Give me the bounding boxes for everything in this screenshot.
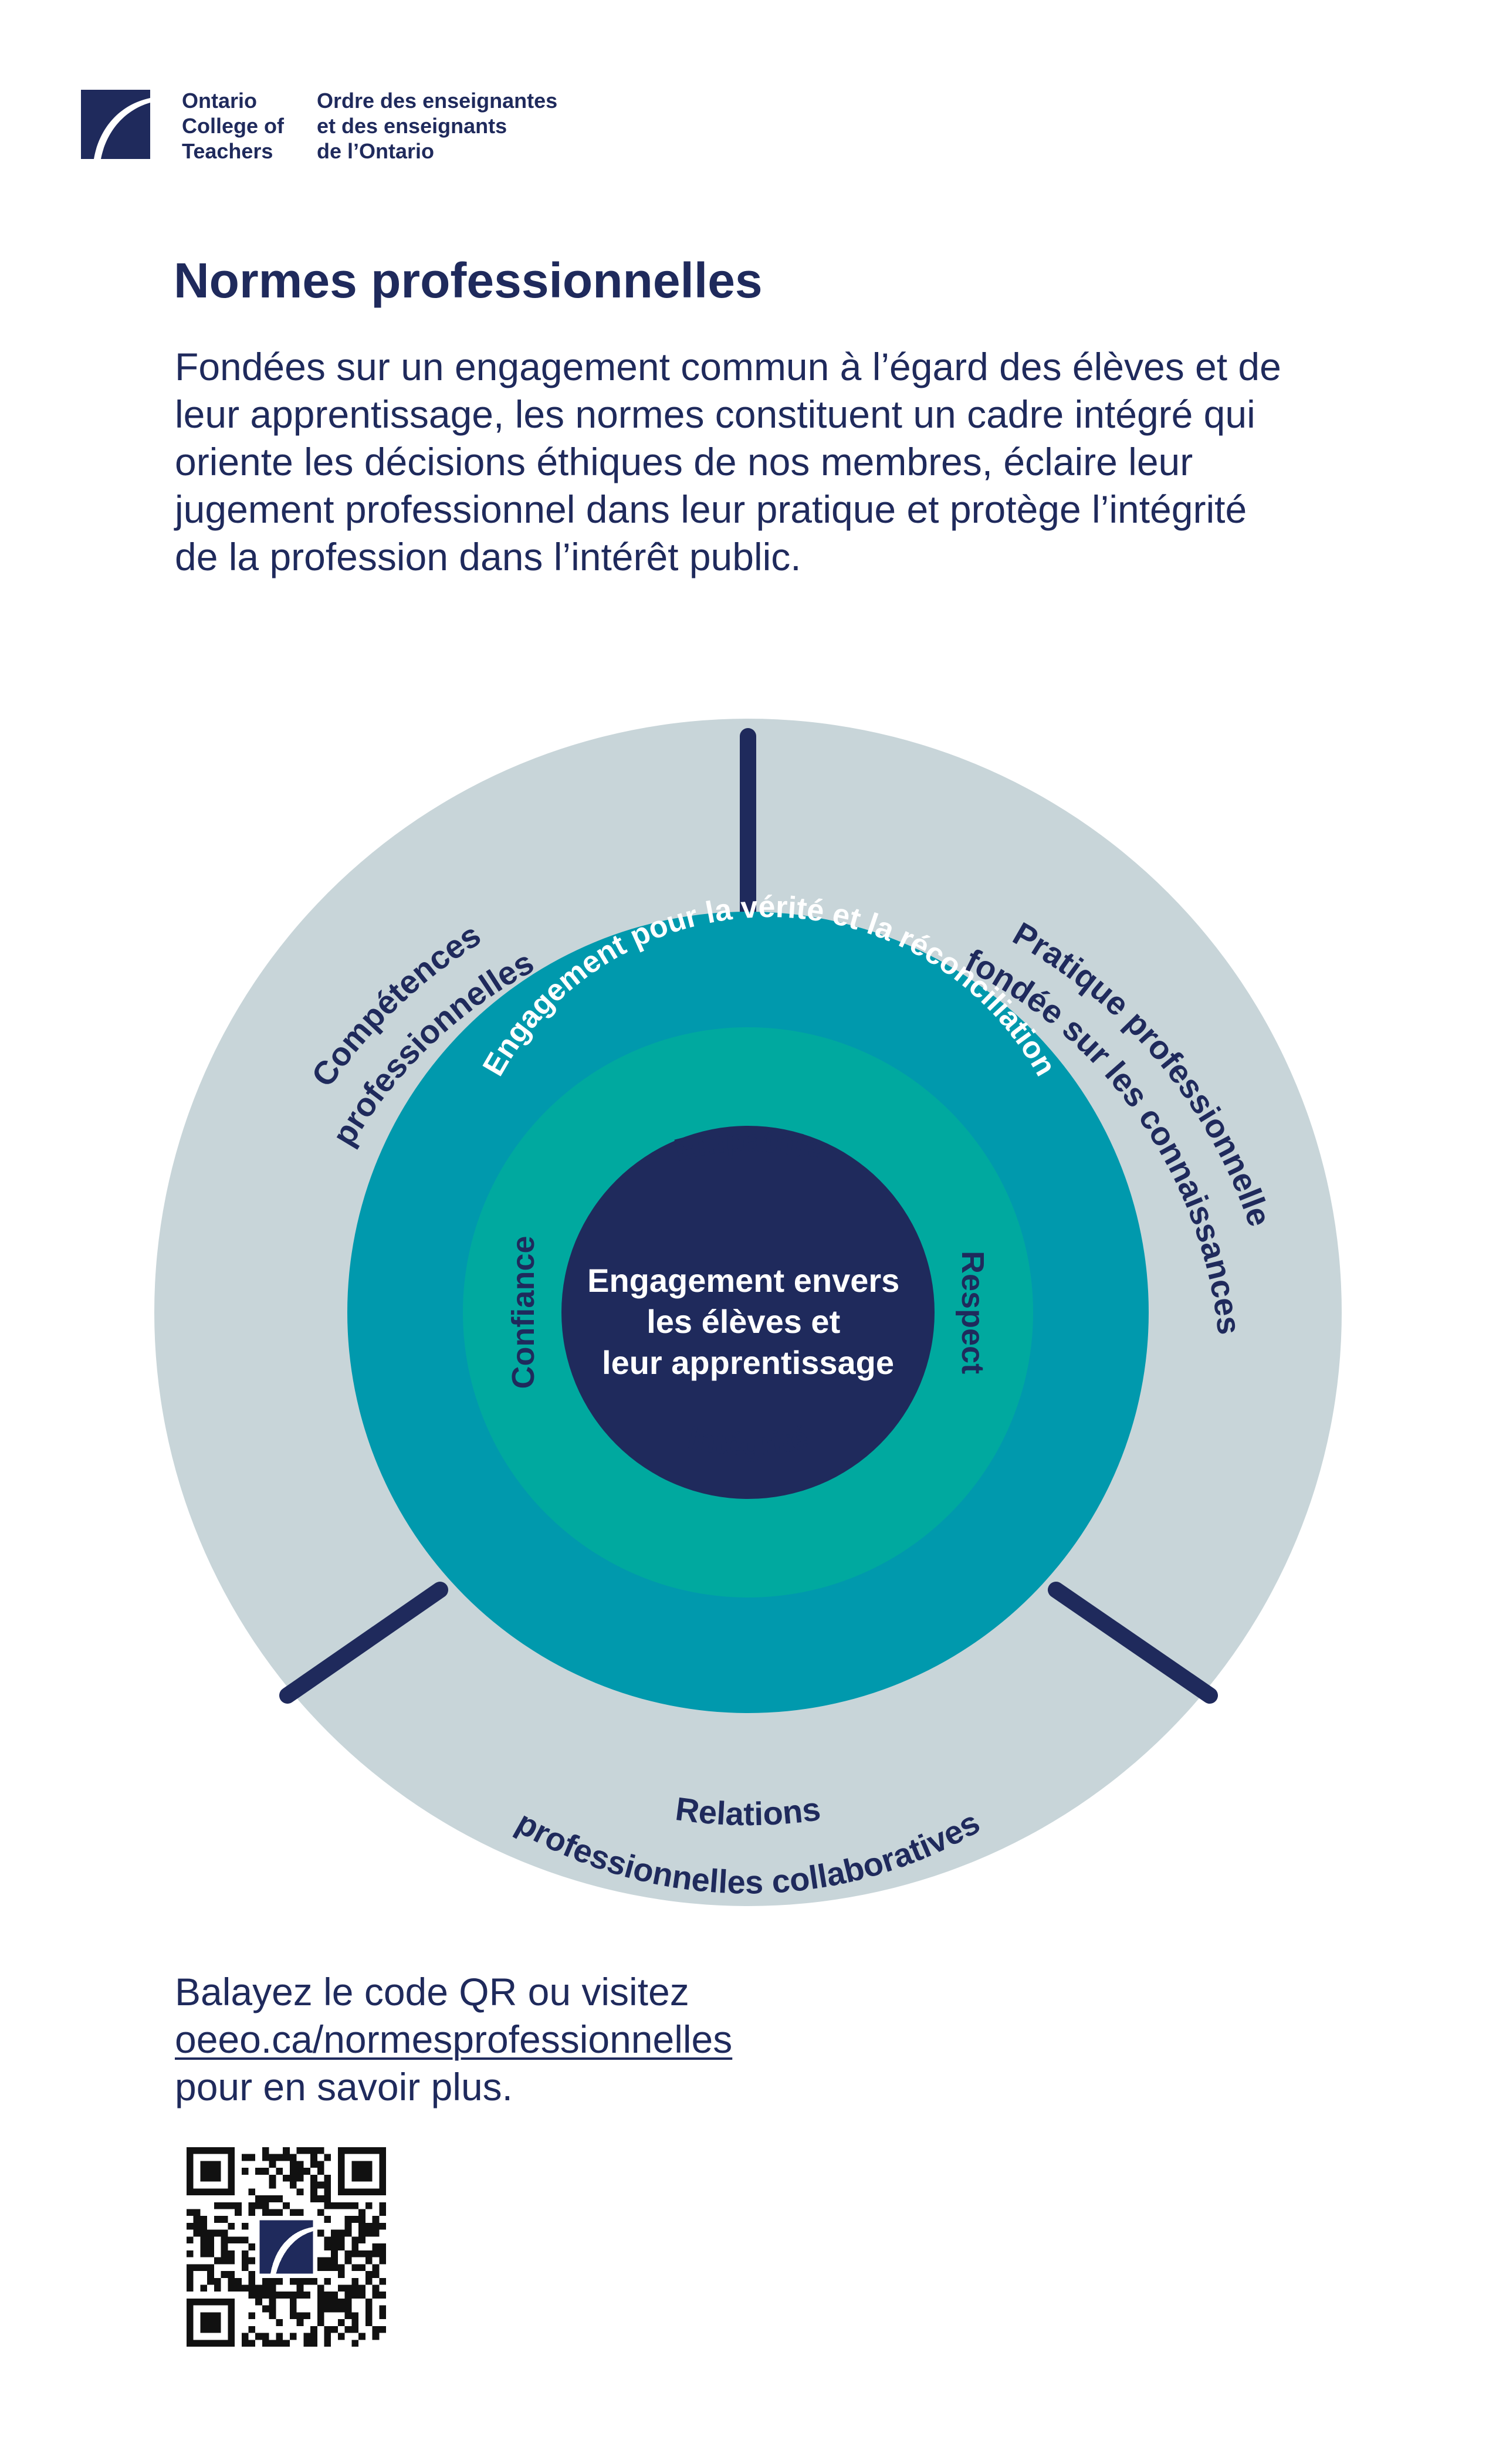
divider-left — [279, 1582, 448, 1704]
intro-paragraph: Fondées sur un engagement commun à l’éga… — [175, 345, 1281, 578]
center-circle — [561, 1126, 935, 1499]
standards-link[interactable]: oeeo.ca/normesprofessionnelles — [175, 2018, 733, 2061]
divider-right — [1048, 1582, 1218, 1704]
org-name-french: Ordre des enseignantes et des enseignant… — [317, 89, 558, 163]
value-respect: Respect — [955, 1251, 990, 1374]
value-confiance: Confiance — [506, 1236, 541, 1389]
college-logo — [81, 90, 150, 159]
qr-code[interactable] — [187, 2147, 386, 2347]
center-label: Engagement envers les élèves et leur app… — [587, 1262, 909, 1381]
call-to-action: Balayez le code QR ou visitez oeeo.ca/no… — [175, 1970, 733, 2108]
standards-diagram: Engagement pour la vérité et la réconcil… — [0, 692, 1496, 1948]
org-name-english: Ontario College of Teachers — [182, 89, 285, 163]
outer-label-relations-1: Relations — [673, 1790, 823, 1832]
qr-logo-icon — [255, 2216, 317, 2278]
page-title: Normes professionnelles — [174, 253, 763, 308]
